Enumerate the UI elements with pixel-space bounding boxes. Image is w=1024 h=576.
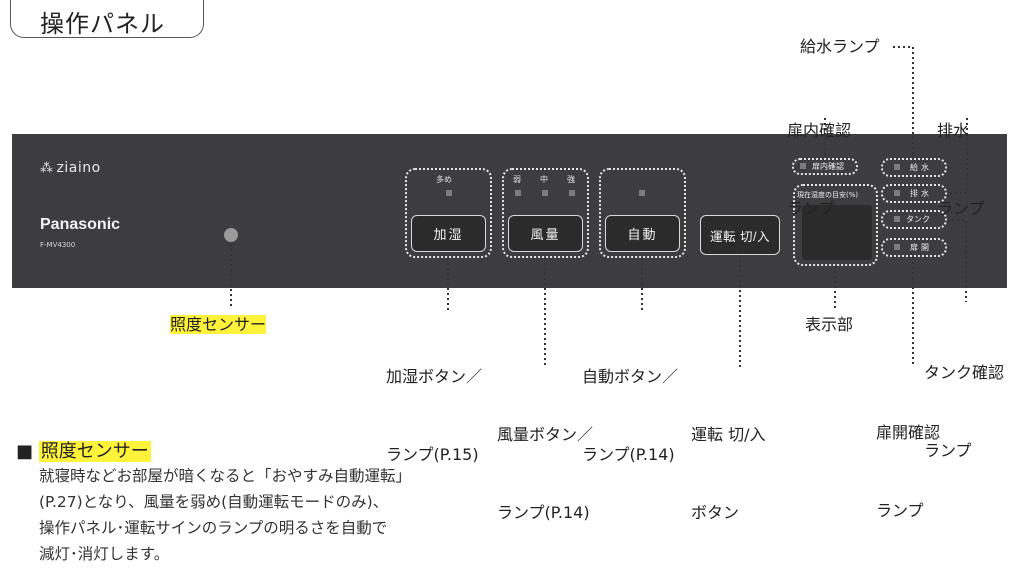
leader-supply bbox=[893, 46, 914, 158]
callout-auto: 自動ボタン／ ランプ(P.14) bbox=[582, 312, 678, 494]
humidity-display bbox=[802, 205, 872, 260]
humidify-group-outline bbox=[405, 168, 492, 258]
callout-auto-line1: 自動ボタン／ bbox=[582, 367, 679, 386]
fan-lamp-mid bbox=[542, 190, 548, 196]
supply-lamp bbox=[894, 164, 900, 170]
ziaino-logo-icon: ⁂ bbox=[40, 161, 54, 176]
tank-lamp bbox=[894, 216, 900, 222]
display-caption: 現在湿度の目安(%) bbox=[797, 191, 859, 199]
auto-lamp bbox=[639, 190, 645, 196]
callout-tank-line1: タンク確認 bbox=[924, 363, 1005, 382]
callout-supply: 給水ランプ bbox=[800, 37, 880, 56]
callout-light-sensor-text: 照度センサー bbox=[170, 315, 267, 334]
auto-button[interactable]: 自動 bbox=[605, 215, 680, 252]
door-open-lamp bbox=[894, 244, 900, 250]
callout-auto-line2: ランプ(P.14) bbox=[582, 445, 675, 464]
callout-light-sensor: 照度センサー bbox=[170, 312, 267, 338]
brand-logo: ⁂ziaino bbox=[40, 160, 101, 176]
callout-drain-line1: 排水 bbox=[937, 121, 970, 140]
bullet-square-icon: ■ bbox=[16, 441, 34, 462]
callout-drain: 排水 ランプ bbox=[937, 66, 985, 248]
tank-tag: タンク bbox=[906, 215, 930, 224]
humidify-lamp bbox=[446, 190, 452, 196]
model-number: F-MV4300 bbox=[40, 241, 76, 249]
door-check-lamp bbox=[800, 163, 806, 169]
description-line: 減灯･消灯します。 bbox=[39, 545, 170, 563]
door-open-tag: 扉開 bbox=[910, 243, 932, 252]
fan-group-outline bbox=[502, 168, 589, 258]
callout-fan: 風量ボタン／ ランプ(P.14) bbox=[497, 370, 593, 552]
callout-humidify-line2: ランプ(P.15) bbox=[386, 445, 479, 464]
callout-door-check-line1: 扉内確認 bbox=[787, 121, 852, 140]
callout-tank: タンク確認 ランプ bbox=[924, 308, 1004, 490]
description-body: 就寝時などお部屋が暗くなると「おやすみ自動運転」 (P.27)となり、風量を弱め… bbox=[39, 463, 599, 567]
callout-humidify-line1: 加湿ボタン／ bbox=[386, 367, 483, 386]
light-sensor bbox=[224, 228, 238, 242]
callout-door-open: 扉開確認 ランプ bbox=[876, 368, 940, 550]
fan-button[interactable]: 風量 bbox=[508, 215, 583, 252]
callout-fan-line2: ランプ(P.14) bbox=[497, 503, 590, 522]
fan-level-strong: 強 bbox=[567, 175, 575, 184]
fan-lamp-weak bbox=[515, 190, 521, 196]
brand-logo-text: ziaino bbox=[56, 160, 101, 176]
drain-lamp-outline bbox=[881, 184, 947, 203]
title-tab bbox=[10, 0, 204, 38]
fan-level-mid: 中 bbox=[540, 175, 548, 184]
humidify-level-label: 多め bbox=[436, 175, 452, 184]
leader-tank bbox=[947, 219, 967, 302]
callout-door-check-line2: ランプ bbox=[787, 199, 835, 218]
callout-display: 表示部 bbox=[805, 315, 854, 334]
maker-name: Panasonic bbox=[40, 216, 121, 233]
callout-door-check: 扉内確認 ランプ bbox=[787, 66, 851, 248]
callout-drain-line2: ランプ bbox=[937, 199, 985, 218]
description-heading-text: 照度センサー bbox=[38, 441, 151, 462]
auto-group-outline bbox=[599, 168, 686, 258]
description-line: 就寝時などお部屋が暗くなると「おやすみ自動運転」 bbox=[39, 467, 412, 485]
callout-humidify: 加湿ボタン／ ランプ(P.15) bbox=[386, 312, 482, 494]
display-outline bbox=[793, 184, 878, 266]
supply-tag: 給水 bbox=[910, 163, 932, 172]
door-check-tag: 扉内確認 bbox=[812, 162, 844, 171]
callout-power-line2: ボタン bbox=[691, 503, 740, 522]
door-check-outline bbox=[792, 158, 858, 175]
door-open-lamp-outline bbox=[881, 238, 947, 257]
supply-lamp-outline bbox=[881, 158, 947, 177]
description-line: (P.27)となり、風量を弱め(自動運転モードのみ)、 bbox=[39, 493, 389, 511]
callout-door-open-line2: ランプ bbox=[876, 501, 924, 520]
page-title: 操作パネル bbox=[40, 10, 165, 38]
callout-tank-line2: ランプ bbox=[924, 441, 972, 460]
callout-fan-line1: 風量ボタン／ bbox=[497, 425, 594, 444]
description-heading: ■ 照度センサー bbox=[16, 437, 151, 463]
fan-lamp-strong bbox=[569, 190, 575, 196]
drain-tag: 排水 bbox=[910, 189, 932, 198]
description-line: 操作パネル･運転サインのランプの明るさを自動で bbox=[39, 519, 388, 537]
leader-drain bbox=[947, 118, 968, 194]
fan-level-weak: 弱 bbox=[513, 175, 521, 184]
drain-lamp bbox=[894, 190, 900, 196]
callout-door-open-line1: 扉開確認 bbox=[876, 423, 941, 442]
power-button[interactable]: 運転 切/入 bbox=[700, 215, 780, 255]
callout-power-line1: 運転 切/入 bbox=[691, 425, 766, 444]
tank-lamp-outline bbox=[881, 210, 947, 229]
humidify-button[interactable]: 加湿 bbox=[411, 215, 486, 252]
callout-power: 運転 切/入 ボタン bbox=[691, 370, 765, 552]
